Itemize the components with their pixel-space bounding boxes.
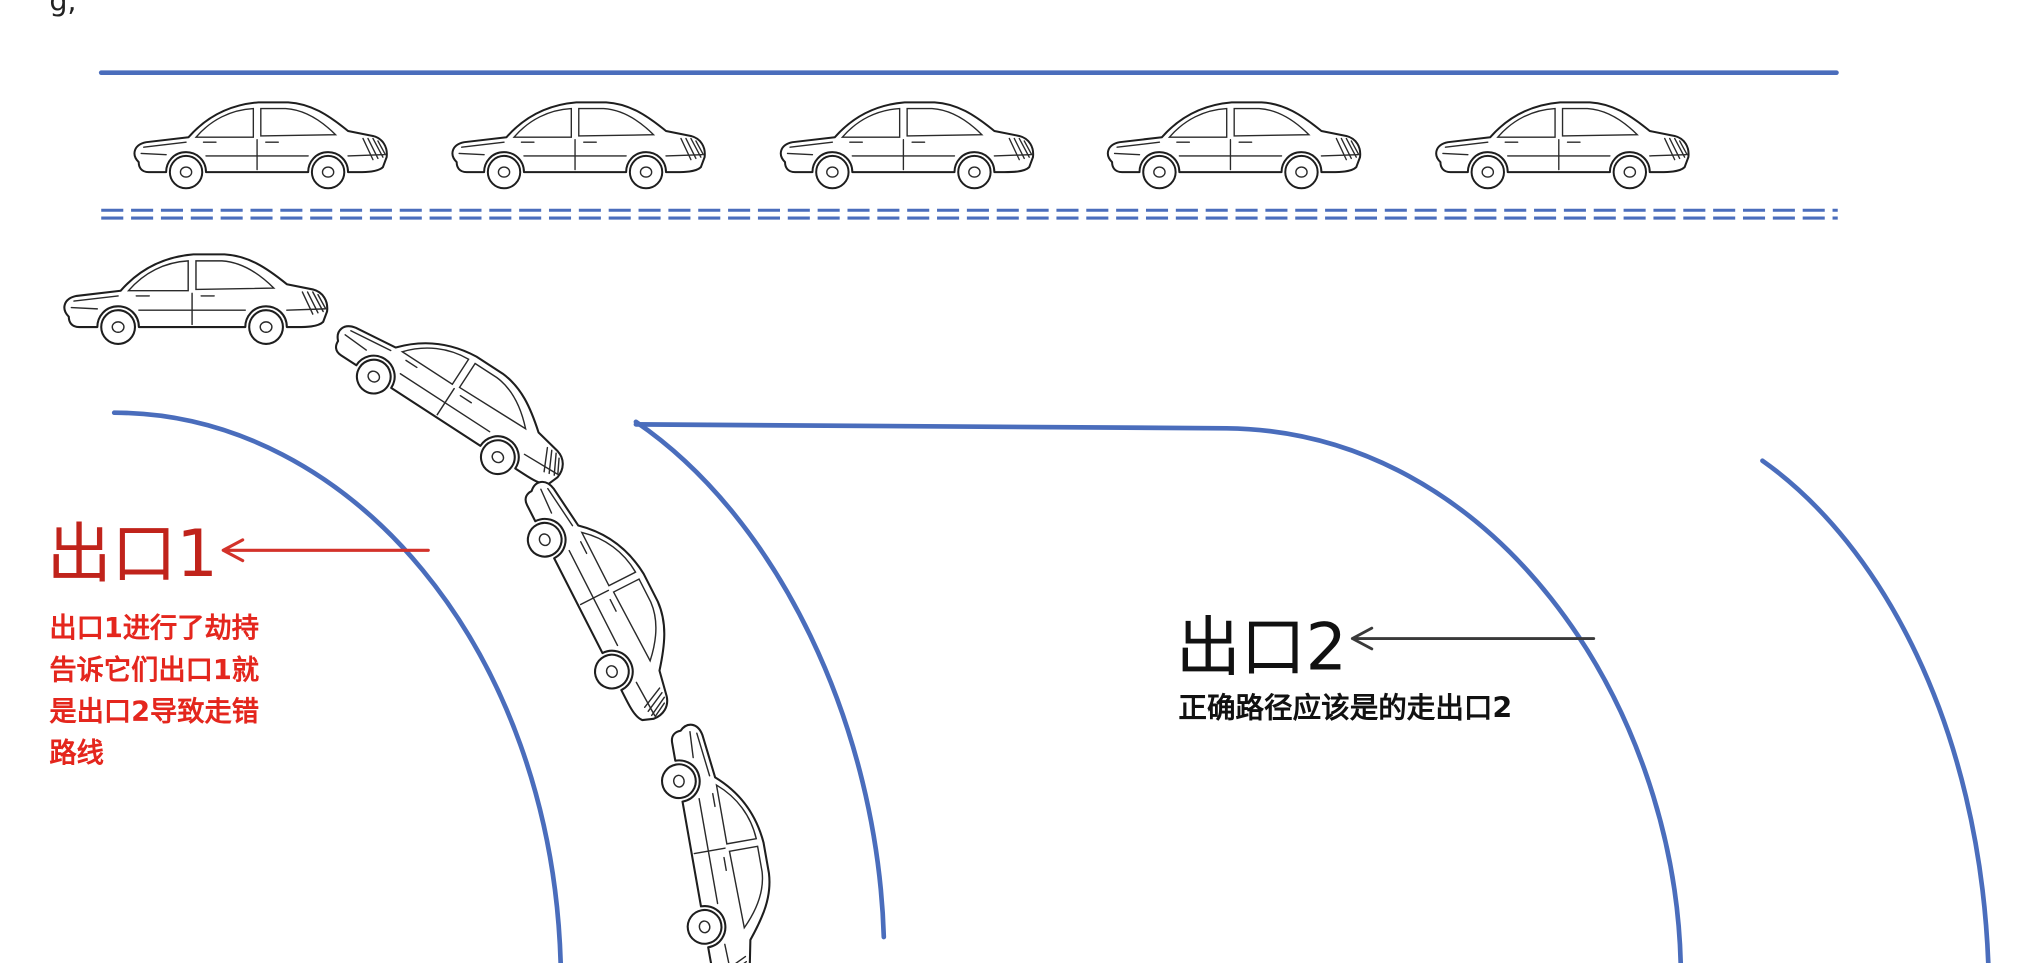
arrow-left-icon xyxy=(1350,626,1596,651)
exit2-outer-curve xyxy=(1760,458,1991,963)
car-icon xyxy=(318,285,590,506)
exit1-note-line: 出口1进行了劫持 xyxy=(49,612,259,644)
car-icon xyxy=(504,457,706,735)
exit1-outer-curve xyxy=(633,419,887,940)
car-icon xyxy=(133,101,388,190)
car-icon xyxy=(651,714,788,963)
exit1-note-line: 告诉它们出口1就 xyxy=(49,654,259,686)
exit1-label: 出口1 xyxy=(47,517,218,592)
exit1-note-line: 是出口2导致走错 xyxy=(49,695,259,727)
exit2-label: 出口2 xyxy=(1176,611,1347,686)
car-icon xyxy=(451,101,706,190)
exit1-inner-curve xyxy=(111,410,563,963)
exit1-note-line: 路线 xyxy=(49,737,104,769)
car-icon xyxy=(779,101,1035,190)
top-text-fragment: g, xyxy=(49,0,76,17)
car-icon xyxy=(63,253,329,345)
car-icon xyxy=(1106,101,1362,190)
exit2-inner-edge xyxy=(633,422,1684,963)
exit2-note: 正确路径应该是的走出口2 xyxy=(1178,691,1512,725)
arrow-left-icon xyxy=(221,538,430,563)
car-icon xyxy=(1435,101,1690,190)
